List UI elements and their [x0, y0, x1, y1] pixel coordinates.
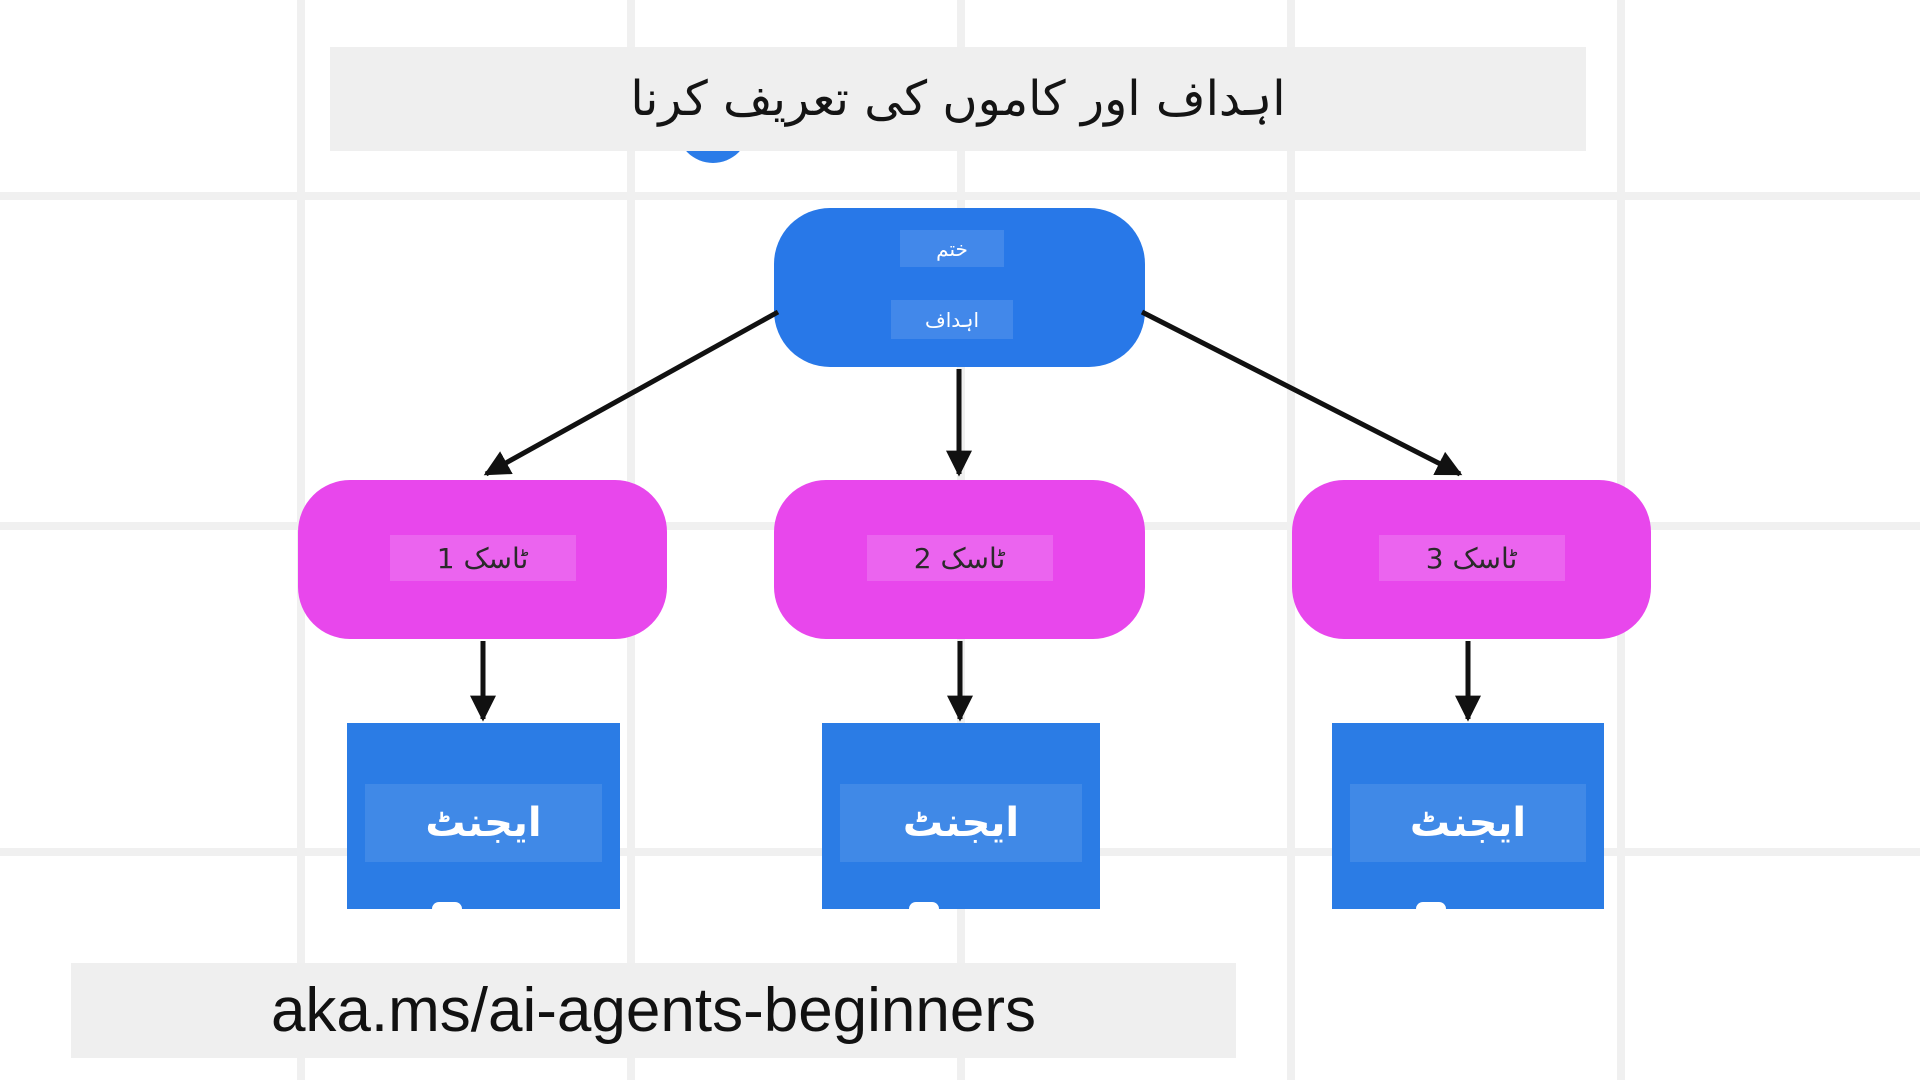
- goal-node-label-top: ختم: [900, 230, 1004, 267]
- footer-link-text: aka.ms/ai-agents-beginners: [270, 976, 1037, 1045]
- task-3-node: ٹاسک 3: [1292, 480, 1651, 639]
- page-title: اہداف اور کاموں کی تعریف کرنا: [630, 71, 1286, 127]
- agent-2-label: ایجنٹ: [840, 784, 1082, 862]
- task-2-label: ٹاسک 2: [866, 535, 1053, 581]
- grid-line-vertical: [1287, 0, 1295, 1080]
- goal-node-label-bottom: اہداف: [891, 300, 1013, 339]
- goal-node: ختم اہداف: [774, 208, 1145, 367]
- agent-2-node: ایجنٹ: [822, 723, 1100, 909]
- agent-3-node: ایجنٹ: [1332, 723, 1604, 909]
- task-1-label: ٹاسک 1: [389, 535, 576, 581]
- task-1-node: ٹاسک 1: [298, 480, 667, 639]
- agent-1-node: ایجنٹ: [347, 723, 620, 909]
- title-band: اہداف اور کاموں کی تعریف کرنا: [330, 47, 1586, 151]
- task-2-node: ٹاسک 2: [774, 480, 1145, 639]
- agent-2-circle-icon: [909, 902, 939, 909]
- agent-1-label: ایجنٹ: [365, 784, 602, 862]
- agent-1-circle-icon: [431, 902, 462, 909]
- footer-band: aka.ms/ai-agents-beginners: [71, 963, 1236, 1058]
- grid-line-horizontal: [0, 192, 1920, 200]
- task-3-label: ٹاسک 3: [1378, 535, 1565, 581]
- arrow-goal-to-task3: [1140, 309, 1463, 477]
- agent-3-circle-icon: [1416, 902, 1446, 909]
- agent-3-label: ایجنٹ: [1350, 784, 1586, 862]
